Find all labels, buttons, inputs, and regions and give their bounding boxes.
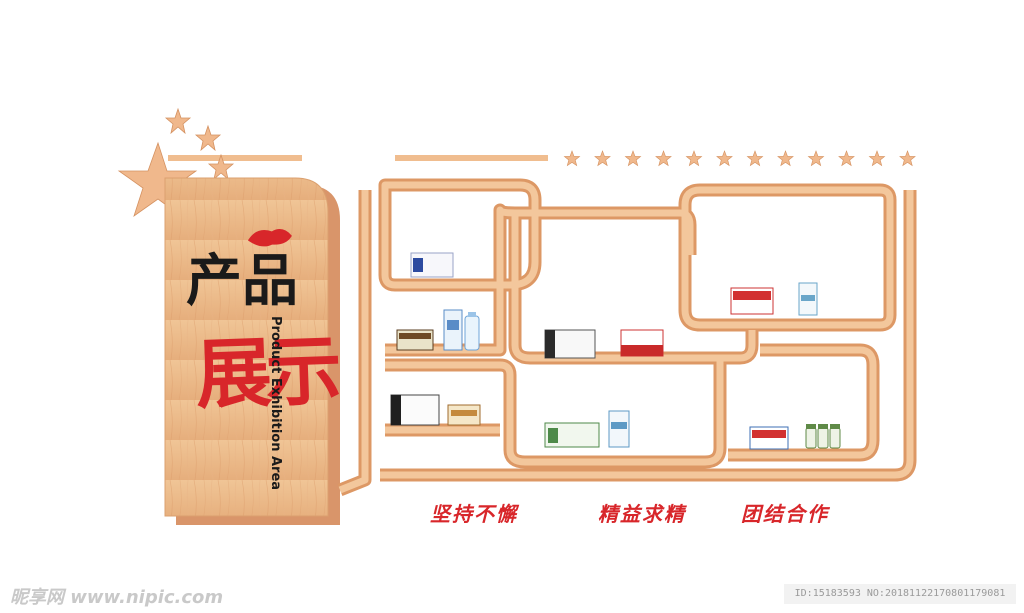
small-star-icon bbox=[899, 150, 916, 167]
sign-board bbox=[164, 177, 340, 525]
product-items bbox=[390, 252, 841, 450]
slogan-2: 精益求精 bbox=[598, 502, 686, 526]
big-star-icon bbox=[117, 141, 198, 218]
sign-title-top: 产品 bbox=[186, 248, 298, 314]
product-box bbox=[608, 410, 630, 448]
small-star-icon bbox=[868, 150, 886, 167]
small-star-icon bbox=[594, 150, 611, 167]
small-star-icon bbox=[563, 150, 581, 167]
product-bottle bbox=[829, 424, 841, 449]
watermark-id: ID:15183593 NO:20181122170801179081 bbox=[784, 584, 1016, 604]
small-star-icon bbox=[207, 153, 235, 181]
small-star-icon bbox=[716, 150, 733, 167]
small-star-icon bbox=[164, 107, 192, 135]
sign-title-bottom: 展示 bbox=[194, 326, 340, 420]
small-star-icon bbox=[777, 150, 794, 167]
small-star-icon bbox=[624, 150, 642, 167]
product-box bbox=[620, 329, 664, 357]
star-row bbox=[563, 150, 916, 167]
small-star-icon bbox=[685, 150, 703, 167]
slogan-3: 团结合作 bbox=[741, 502, 829, 526]
product-bottle bbox=[464, 312, 480, 351]
product-bottle bbox=[817, 424, 829, 449]
product-box bbox=[749, 426, 789, 450]
product-box bbox=[544, 422, 600, 448]
product-box bbox=[443, 309, 463, 351]
product-box bbox=[410, 252, 454, 278]
slogan-1: 坚持不懈 bbox=[430, 502, 518, 526]
product-box bbox=[447, 404, 481, 426]
sign-subtitle-en: Product Exhibition Area bbox=[268, 316, 283, 490]
small-star-icon bbox=[838, 150, 855, 167]
red-cloud-icon bbox=[247, 229, 292, 247]
top-decorative-bars bbox=[168, 155, 548, 161]
watermark-brand: 昵享网 www.nipic.com bbox=[10, 587, 224, 608]
product-box bbox=[544, 329, 596, 359]
product-box bbox=[396, 329, 434, 351]
small-star-icon bbox=[746, 150, 764, 167]
product-bottle bbox=[805, 424, 817, 449]
product-box bbox=[390, 394, 440, 426]
small-star-icon bbox=[807, 150, 825, 167]
small-star-icon bbox=[194, 124, 222, 152]
product-box bbox=[798, 282, 818, 316]
small-star-icon bbox=[655, 150, 672, 167]
shelf-frame bbox=[337, 178, 917, 497]
product-box bbox=[730, 287, 774, 315]
